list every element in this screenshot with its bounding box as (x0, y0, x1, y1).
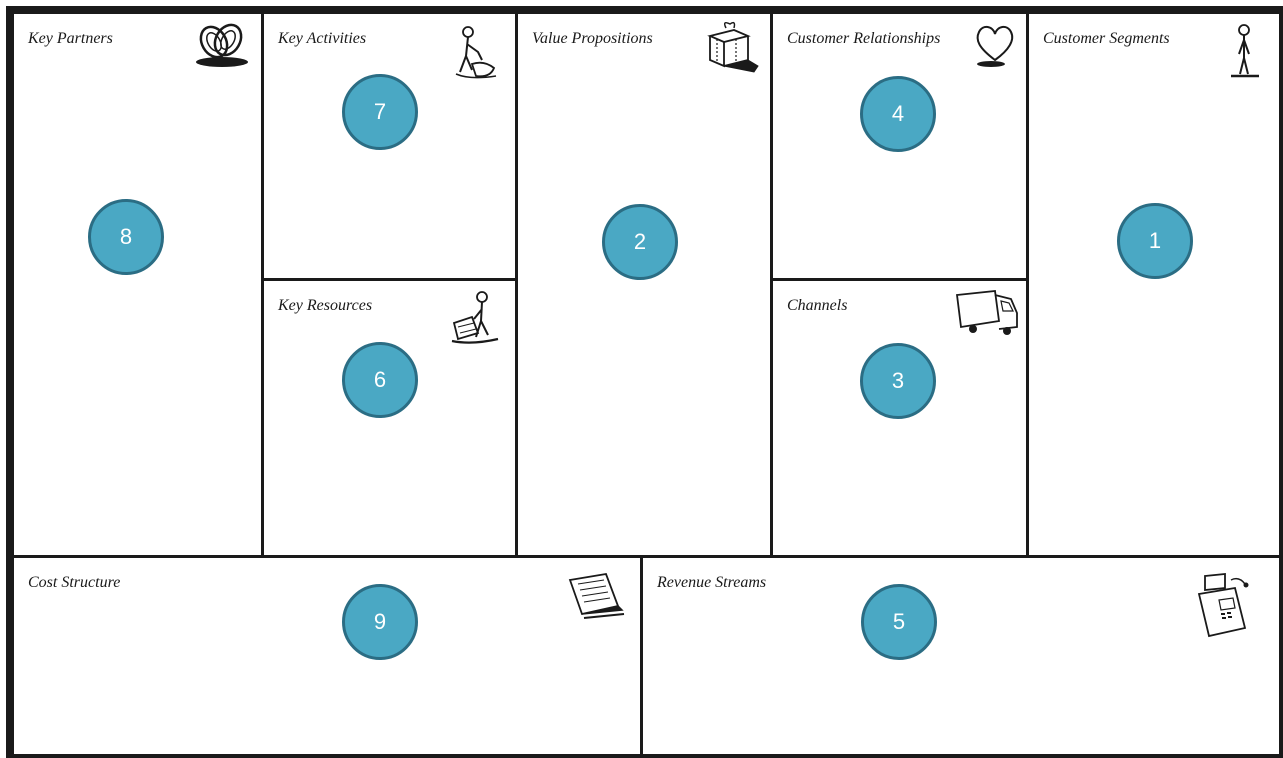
block-number-badge: 1 (1117, 203, 1193, 279)
block-customer-segments: Customer Segments 1 (1029, 14, 1279, 555)
block-number-badge: 5 (861, 584, 937, 660)
person-working-icon (450, 24, 500, 87)
divider-relationships-channels (770, 278, 1029, 281)
standing-person-icon (1229, 22, 1263, 85)
block-number-badge: 3 (860, 343, 936, 419)
block-title: Customer Relationships (787, 30, 941, 47)
block-key-resources: Key Resources 6 (264, 281, 515, 555)
divider-top-bottom (12, 555, 1281, 558)
block-title: Value Propositions (532, 30, 653, 47)
frame-top-border (6, 6, 1283, 14)
block-title: Key Activities (278, 30, 367, 47)
block-title: Revenue Streams (657, 574, 767, 591)
block-cost-structure: Cost Structure 9 (14, 558, 640, 754)
heart-icon (973, 22, 1017, 73)
frame-right-border (1279, 6, 1283, 758)
block-key-partners: Key Partners 8 (14, 14, 261, 555)
block-title: Customer Segments (1043, 30, 1170, 47)
block-number-badge: 2 (602, 204, 678, 280)
chain-links-icon (192, 22, 252, 75)
block-title: Key Partners (28, 30, 113, 47)
block-revenue-streams: Revenue Streams 5 (643, 558, 1279, 754)
block-number-badge: 7 (342, 74, 418, 150)
block-key-activities: Key Activities 7 (264, 14, 515, 278)
frame-bottom-border (6, 754, 1283, 758)
block-channels: Channels 3 (773, 281, 1026, 555)
receipt-icon (566, 570, 626, 627)
block-number-badge: 4 (860, 76, 936, 152)
divider-value-relationships (770, 12, 773, 558)
block-title: Channels (787, 297, 848, 314)
divider-activities-resources (261, 278, 518, 281)
divider-relationships-segments (1026, 12, 1029, 558)
gift-box-icon (704, 20, 760, 79)
divider-partners-activities (261, 12, 264, 558)
truck-icon (953, 287, 1021, 344)
block-customer-relationships: Customer Relationships 4 (773, 14, 1026, 278)
block-value-propositions: Value Propositions 2 (518, 14, 770, 555)
block-number-badge: 9 (342, 584, 418, 660)
frame-left-border (6, 6, 14, 758)
block-number-badge: 8 (88, 199, 164, 275)
block-title: Cost Structure (28, 574, 121, 591)
block-title: Key Resources (278, 297, 373, 314)
person-with-cart-icon (448, 289, 502, 352)
divider-activities-value (515, 12, 518, 558)
divider-cost-revenue (640, 556, 643, 756)
cash-register-icon (1195, 570, 1255, 645)
block-number-badge: 6 (342, 342, 418, 418)
